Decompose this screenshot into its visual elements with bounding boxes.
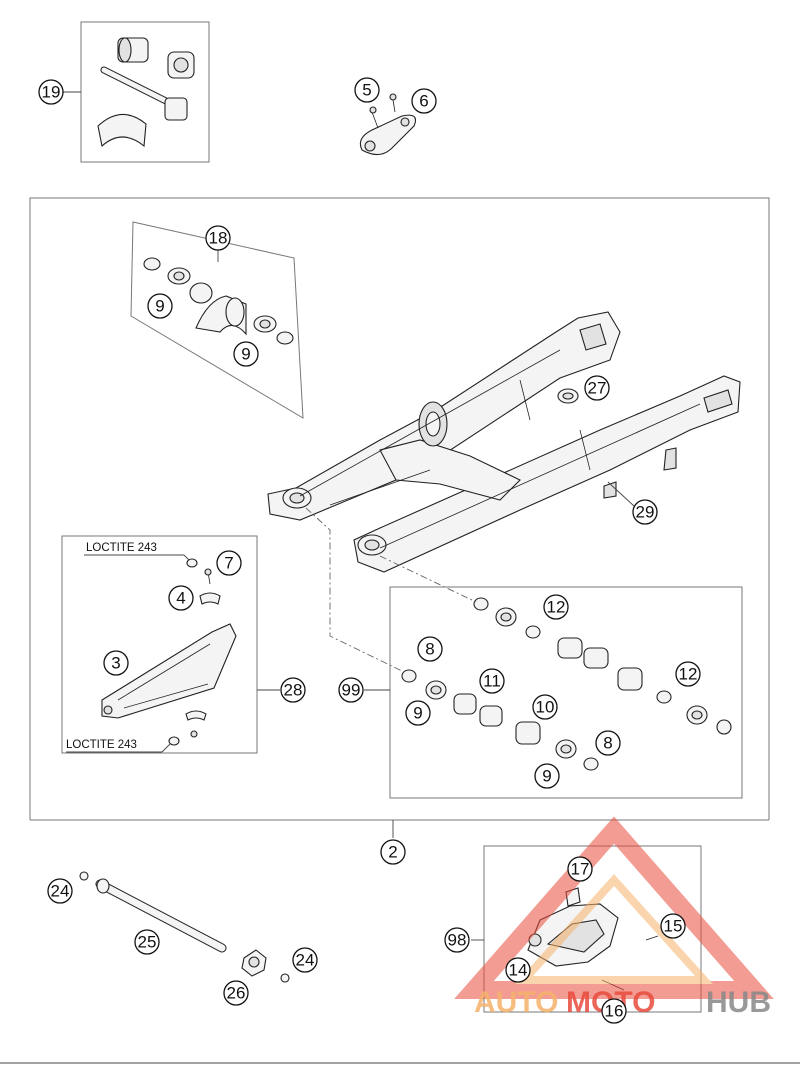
loctite-note-bottom: LOCTITE 243 [66, 739, 137, 751]
svg-text:12: 12 [679, 665, 698, 684]
svg-text:2: 2 [388, 843, 397, 862]
svg-text:25: 25 [138, 933, 157, 952]
callout-25: 25 [134, 929, 160, 955]
callout-8-a: 8 [417, 636, 443, 662]
callout-9-c: 9 [405, 700, 431, 726]
watermark-text-auto: AUTO [474, 986, 558, 1019]
svg-text:9: 9 [413, 704, 422, 723]
svg-text:24: 24 [51, 882, 70, 901]
callout-14: 14 [505, 957, 531, 983]
svg-text:14: 14 [509, 961, 528, 980]
callout-26: 26 [223, 980, 249, 1006]
main-frame-2 [29, 197, 770, 838]
svg-text:99: 99 [342, 681, 361, 700]
svg-text:26: 26 [227, 984, 246, 1003]
callout-10: 10 [532, 694, 558, 720]
callout-7: 7 [216, 550, 242, 576]
callout-99: 99 [338, 677, 364, 703]
svg-text:18: 18 [209, 229, 228, 248]
callout-19: 19 [38, 79, 64, 105]
svg-text:29: 29 [636, 503, 655, 522]
svg-text:9: 9 [155, 297, 164, 316]
svg-text:27: 27 [588, 379, 607, 398]
svg-text:28: 28 [284, 681, 303, 700]
svg-text:11: 11 [483, 672, 501, 691]
swingarm-body [267, 311, 741, 573]
alignment-line-right [379, 555, 477, 603]
callout-8-b: 8 [595, 730, 621, 756]
callout-2: 2 [380, 839, 406, 865]
group-28-chain-slider [61, 535, 280, 754]
callout-9-a: 9 [147, 293, 173, 319]
svg-text:16: 16 [605, 1002, 624, 1021]
callout-24-b: 24 [292, 947, 318, 973]
svg-text:17: 17 [571, 860, 590, 879]
svg-text:15: 15 [664, 917, 683, 936]
callout-29: 29 [632, 499, 658, 525]
svg-text:4: 4 [176, 589, 185, 608]
svg-text:5: 5 [362, 81, 371, 100]
svg-text:24: 24 [296, 951, 315, 970]
group-99-bearing-kit [364, 586, 743, 799]
callout-17: 17 [567, 856, 593, 882]
callout-9-d: 9 [534, 763, 560, 789]
callout-12-b: 12 [675, 661, 701, 687]
callout-28: 28 [280, 677, 306, 703]
svg-text:9: 9 [542, 767, 551, 786]
callout-11: 11 [479, 668, 505, 694]
loctite-note-top: LOCTITE 243 [86, 542, 157, 554]
callout-27: 27 [584, 375, 610, 401]
svg-text:8: 8 [425, 640, 434, 659]
group-18-bearing-kit [130, 221, 304, 419]
group-axle [79, 871, 290, 983]
callout-98: 98 [444, 927, 470, 953]
svg-text:10: 10 [536, 698, 555, 717]
svg-text:7: 7 [224, 554, 233, 573]
callout-12-a: 12 [543, 594, 569, 620]
group-5-6-plate [359, 93, 417, 156]
svg-text:8: 8 [603, 734, 612, 753]
callout-4: 4 [168, 585, 194, 611]
callout-15: 15 [660, 913, 686, 939]
alignment-line-left [305, 507, 405, 673]
callout-16: 16 [601, 998, 627, 1024]
svg-text:19: 19 [42, 83, 61, 102]
callout-3: 3 [103, 650, 129, 676]
svg-text:9: 9 [241, 345, 250, 364]
callout-5: 5 [354, 77, 380, 103]
group-19-pivot-kit [62, 21, 210, 163]
watermark-text-hub: HUB [706, 986, 771, 1019]
svg-text:12: 12 [547, 598, 566, 617]
svg-text:98: 98 [448, 931, 467, 950]
watermark-logo [454, 816, 774, 999]
callout-6: 6 [411, 88, 437, 114]
callout-9-b: 9 [233, 341, 259, 367]
callout-18: 18 [205, 225, 231, 251]
svg-text:3: 3 [111, 654, 120, 673]
callout-24-a: 24 [47, 878, 73, 904]
svg-text:6: 6 [419, 92, 428, 111]
